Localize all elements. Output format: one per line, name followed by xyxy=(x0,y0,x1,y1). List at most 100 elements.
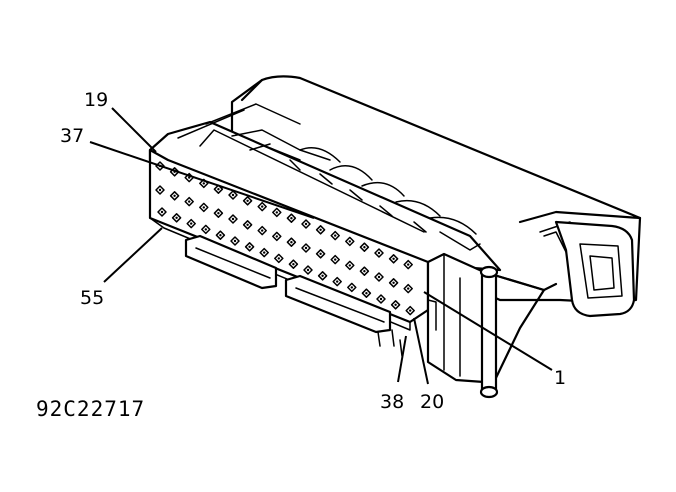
pin-dot xyxy=(394,303,397,306)
pin-cavity xyxy=(215,230,226,240)
pin-dot xyxy=(158,188,162,192)
pin-cavity xyxy=(390,300,401,310)
callout-20: 20 xyxy=(420,391,444,413)
pin-dot xyxy=(363,246,366,249)
pin-grid xyxy=(155,161,415,316)
leader-20 xyxy=(413,317,429,385)
pin-dot xyxy=(231,193,235,197)
pin-dot xyxy=(248,245,251,248)
pin-dot xyxy=(334,234,337,237)
pin-dot xyxy=(392,257,395,260)
pin-cavity xyxy=(374,272,384,282)
pin-dot xyxy=(173,194,176,197)
pin-dot xyxy=(392,281,395,284)
pin-cavity xyxy=(332,276,342,287)
pin-dot xyxy=(409,309,412,312)
pin-cavity xyxy=(330,254,340,265)
pin-dot xyxy=(231,217,235,221)
pin-dot xyxy=(348,264,351,267)
pin-dot xyxy=(290,241,293,244)
pin-cavity xyxy=(376,294,386,304)
leader-38 xyxy=(397,335,407,383)
pin-cavity xyxy=(405,305,415,316)
pin-cavity xyxy=(157,207,167,217)
pin-dot xyxy=(379,297,383,301)
pin-cavity xyxy=(315,249,326,259)
pin-dot xyxy=(261,229,264,232)
pin-dot xyxy=(319,228,322,231)
pin-cavity xyxy=(155,185,165,195)
pin-dot xyxy=(365,292,368,295)
pin-cavity xyxy=(257,225,267,236)
pin-dot xyxy=(306,268,310,272)
pin-cavity xyxy=(388,278,399,288)
connector-latch-ribs xyxy=(289,147,481,251)
pin-dot xyxy=(263,251,266,254)
pin-dot xyxy=(304,246,308,250)
pin-cavity xyxy=(286,213,297,223)
pin-cavity xyxy=(228,190,238,200)
callout-19: 19 xyxy=(84,89,108,111)
pin-dot xyxy=(160,210,164,214)
pin-dot xyxy=(246,199,249,202)
pin-cavity xyxy=(403,283,413,294)
pin-dot xyxy=(407,287,410,290)
pin-dot xyxy=(377,251,381,255)
pin-cavity xyxy=(288,259,299,269)
pin-cavity xyxy=(201,224,211,235)
pin-cavity xyxy=(228,214,238,224)
pin-dot xyxy=(275,211,278,214)
pin-dot xyxy=(363,270,366,273)
pin-cavity xyxy=(317,271,328,281)
pin-cavity xyxy=(286,237,297,247)
callout-38: 38 xyxy=(380,391,404,413)
pin-cavity xyxy=(257,201,267,212)
pin-dot xyxy=(407,263,410,266)
pin-dot xyxy=(188,200,191,203)
pin-dot xyxy=(204,228,207,231)
pin-cavity xyxy=(347,282,357,293)
figure-code: 92C22717 xyxy=(36,397,145,421)
pin-dot xyxy=(348,240,351,243)
connector-bottom-rails xyxy=(184,234,403,357)
callout-55: 55 xyxy=(80,287,104,309)
pin-cavity xyxy=(330,230,340,241)
pin-cavity xyxy=(242,196,253,206)
leader-1 xyxy=(423,291,553,371)
pin-dot xyxy=(336,280,339,283)
pin-cavity xyxy=(359,242,370,252)
pin-cavity xyxy=(213,184,224,194)
pin-cavity xyxy=(403,259,413,270)
pin-cavity xyxy=(345,260,355,271)
pin-cavity xyxy=(259,247,269,258)
pin-cavity xyxy=(315,225,326,235)
pin-dot xyxy=(217,212,220,215)
pin-dot xyxy=(202,182,205,185)
pin-cavity xyxy=(184,196,194,207)
pin-cavity xyxy=(230,236,240,246)
pin-dot xyxy=(277,257,280,260)
callout-37: 37 xyxy=(60,125,84,147)
pin-cavity xyxy=(171,213,182,223)
leader-55 xyxy=(103,227,163,283)
pin-dot xyxy=(304,222,308,226)
pin-cavity xyxy=(169,191,180,201)
pin-dot xyxy=(292,263,295,266)
callout-1: 1 xyxy=(554,367,566,389)
leader-37 xyxy=(89,141,315,219)
pin-cavity xyxy=(359,266,370,276)
pin-dot xyxy=(377,275,381,279)
pin-cavity xyxy=(242,220,253,230)
pin-dot xyxy=(246,223,249,226)
pin-cavity xyxy=(374,248,384,258)
pin-dot xyxy=(190,222,193,225)
pin-dot xyxy=(233,239,237,243)
pin-dot xyxy=(321,274,324,277)
leader-19 xyxy=(111,107,157,153)
pin-cavity xyxy=(301,243,311,253)
pin-dot xyxy=(188,176,191,179)
pin-dot xyxy=(334,258,337,261)
pin-dot xyxy=(275,235,278,238)
